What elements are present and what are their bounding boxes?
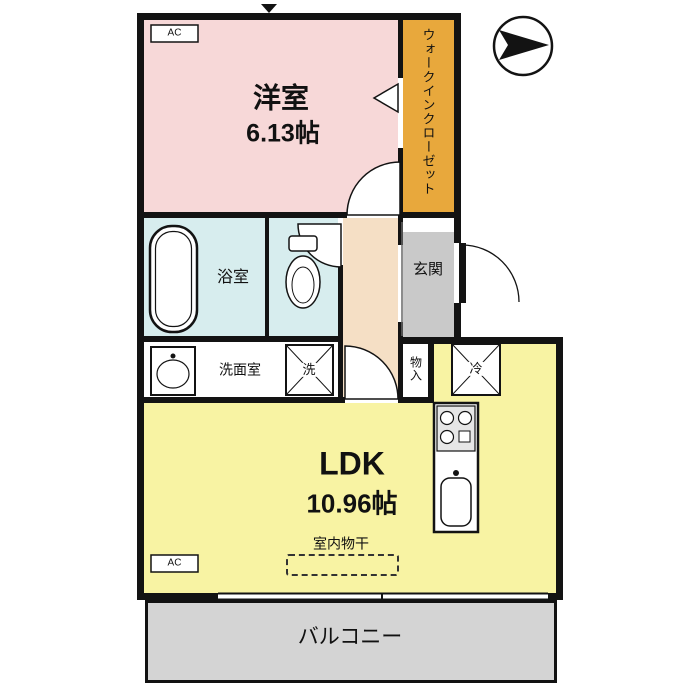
storage-label: 物入: [408, 356, 423, 382]
western-room-door-arc: [346, 161, 401, 216]
kitchen-sink-icon: [440, 470, 472, 527]
toilet-door-arc: [297, 223, 342, 268]
indoor-drying-label: 室内物干: [313, 535, 369, 552]
washroom-label: 洗面室: [219, 361, 261, 378]
ac-unit-upper: [150, 24, 199, 43]
north-arrow-icon: [492, 15, 554, 77]
kitchen-counter: [432, 401, 480, 534]
balcony-label: バルコニー: [297, 625, 403, 649]
toilet-icon: [285, 235, 321, 309]
ac-upper-label: AC: [167, 27, 182, 39]
bathtub-icon: [148, 224, 199, 334]
front-door: [459, 243, 520, 303]
bathroom-label: 浴室: [216, 269, 250, 287]
ldk-label: LDK: [319, 445, 385, 482]
room-ldk-main: [144, 403, 556, 593]
balcony-window: [218, 592, 548, 601]
walls: [137, 13, 563, 600]
western-room-label: 洋室: [252, 82, 310, 114]
refrigerator-label: 冷: [468, 360, 484, 377]
indoor-drying-area: [286, 554, 399, 576]
stove-icon: [436, 405, 476, 452]
ac-unit-lower: [150, 554, 199, 573]
western-room-size: 6.13帖: [246, 119, 320, 148]
ac-lower-label: AC: [167, 557, 182, 569]
hallway-door-arc: [344, 345, 399, 400]
ldk-size: 10.96帖: [306, 488, 398, 519]
room-western: [144, 20, 398, 212]
room-entrance: [403, 232, 454, 337]
balcony-area: [145, 600, 557, 683]
washer-label: 洗: [301, 361, 317, 378]
door-arcs: [297, 161, 401, 400]
wall-marker-icon: [261, 4, 277, 13]
room-walk-in-closet: [403, 20, 454, 212]
closet-door-marker-icon: [372, 82, 399, 114]
sink-icon: [150, 346, 196, 396]
walk-in-closet-label: ウォークインクローゼット: [420, 28, 436, 196]
entrance-label: 玄関: [412, 260, 444, 278]
